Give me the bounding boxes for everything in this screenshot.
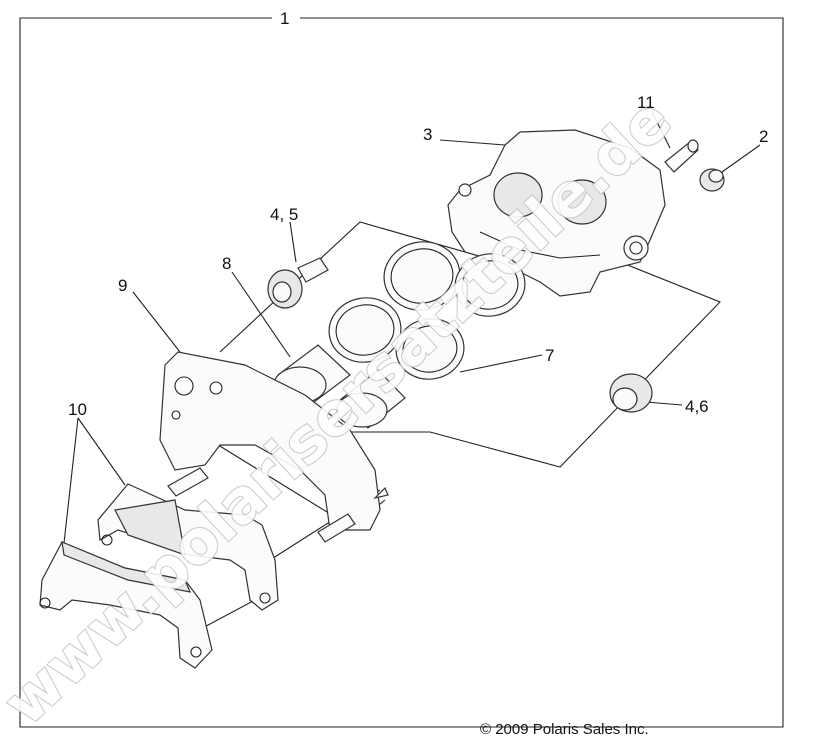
callout-3: 3 <box>423 125 432 144</box>
pistons <box>273 344 406 429</box>
bleeder-screw <box>664 139 699 173</box>
copyright-notice: © 2009 Polaris Sales Inc. <box>480 721 649 738</box>
caliper-body <box>447 129 666 297</box>
bleeder-cap <box>699 168 725 192</box>
callout-2: 2 <box>759 127 768 146</box>
piston-seals <box>328 241 526 380</box>
callout-4-5: 4, 5 <box>270 205 298 224</box>
assembly-frame <box>19 17 784 728</box>
pin-boot-lower <box>609 373 653 413</box>
callout-4-6: 4,6 <box>685 397 709 416</box>
watermark-text: www.polarisersatzteile.de <box>0 85 685 739</box>
callout-9: 9 <box>118 276 127 295</box>
callout-8: 8 <box>222 254 231 273</box>
callout-11: 11 <box>637 93 655 112</box>
callout-7: 7 <box>545 346 554 365</box>
brake-pads <box>39 483 279 669</box>
pin-boot-upper <box>267 257 329 309</box>
callout-1: 1 <box>280 9 289 28</box>
mounting-bracket <box>159 351 389 543</box>
callout-10: 10 <box>68 400 87 419</box>
